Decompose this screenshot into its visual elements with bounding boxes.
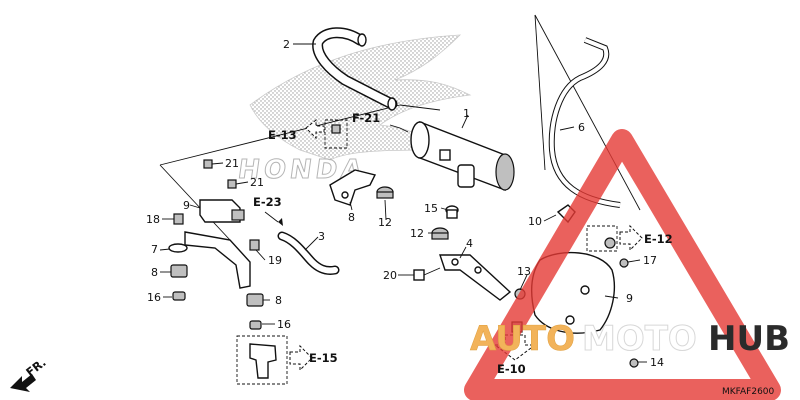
part-label-11: 10 bbox=[528, 215, 542, 228]
part-label-13: 13 bbox=[517, 265, 531, 278]
watermark-moto: MOTO bbox=[582, 319, 697, 359]
canister-part-1 bbox=[410, 120, 515, 192]
part-label-12-a: 12 bbox=[378, 216, 392, 229]
part-label-5: 8 bbox=[348, 211, 355, 224]
part-label-21-a: 21 bbox=[225, 157, 239, 170]
part-label-16-a: 16 bbox=[147, 291, 161, 304]
bracket-left bbox=[184, 231, 251, 289]
part-label-8-b: 8 bbox=[275, 294, 282, 307]
part-label-12-b: 12 bbox=[410, 227, 424, 240]
grommet-part-12 bbox=[376, 186, 449, 240]
diagram-code: MKFAF2600 bbox=[722, 387, 775, 397]
collar-part-15 bbox=[445, 205, 459, 219]
perspective-frame bbox=[159, 14, 641, 241]
collar-part-17 bbox=[619, 258, 629, 268]
pointer-e23 bbox=[264, 211, 283, 226]
part-label-16-b: 16 bbox=[277, 318, 291, 331]
ref-e23: E-23 bbox=[253, 195, 282, 209]
ref-e12: E-12 bbox=[644, 232, 673, 246]
leader-lines bbox=[159, 43, 647, 363]
watermark-text: AUTO MOTO HUB bbox=[470, 319, 790, 360]
part-label-15: 15 bbox=[424, 202, 438, 215]
part-labels: 2 1 6 21 21 9 8 12 15 10 18 3 12 4 7 19 … bbox=[146, 38, 664, 369]
part-label-17: 17 bbox=[643, 254, 657, 267]
part-label-18: 18 bbox=[146, 213, 160, 226]
pointer-f21 bbox=[389, 124, 409, 133]
watermark-auto: AUTO bbox=[470, 319, 575, 359]
part-label-10: 9 bbox=[626, 292, 633, 305]
hose-part-2 bbox=[312, 27, 398, 111]
left-fastener-stack bbox=[168, 213, 188, 301]
watermark-triangle bbox=[464, 129, 781, 400]
part-label-2: 2 bbox=[283, 38, 290, 51]
part-label-1: 1 bbox=[463, 107, 470, 120]
part-label-21-b: 21 bbox=[250, 176, 264, 189]
watermark-hub: HUB bbox=[708, 319, 790, 359]
part-label-8-a: 8 bbox=[151, 266, 158, 279]
arrow-e13 bbox=[305, 118, 348, 149]
part-label-20: 20 bbox=[383, 269, 397, 282]
e15-detail bbox=[236, 335, 313, 385]
part-label-6: 6 bbox=[578, 121, 585, 134]
ref-e15: E-15 bbox=[309, 351, 338, 365]
bolt-part-14 bbox=[629, 358, 639, 368]
hose-part-3 bbox=[277, 231, 340, 275]
ref-f21: F-21 bbox=[352, 111, 380, 125]
part-label-4: 4 bbox=[466, 237, 473, 250]
front-direction-arrow bbox=[10, 374, 36, 392]
part-label-7: 7 bbox=[151, 243, 158, 256]
ref-front: FR. bbox=[23, 355, 48, 379]
bolt-part-20 bbox=[413, 267, 441, 281]
center-fastener-stack bbox=[246, 239, 264, 330]
part-label-3: 3 bbox=[318, 230, 325, 243]
hose-part-6 bbox=[548, 37, 621, 208]
ref-e10: E-10 bbox=[497, 362, 526, 376]
valve-part-9 bbox=[199, 199, 245, 223]
ref-e13: E-13 bbox=[268, 128, 297, 142]
collar-right-e12 bbox=[604, 237, 616, 249]
part-label-19: 19 bbox=[268, 254, 282, 267]
bracket-part-4 bbox=[439, 254, 512, 301]
part-label-14: 14 bbox=[650, 356, 664, 369]
bracket-part-5 bbox=[329, 169, 377, 206]
arrow-e12 bbox=[586, 224, 643, 252]
part-label-9: 9 bbox=[183, 199, 190, 212]
